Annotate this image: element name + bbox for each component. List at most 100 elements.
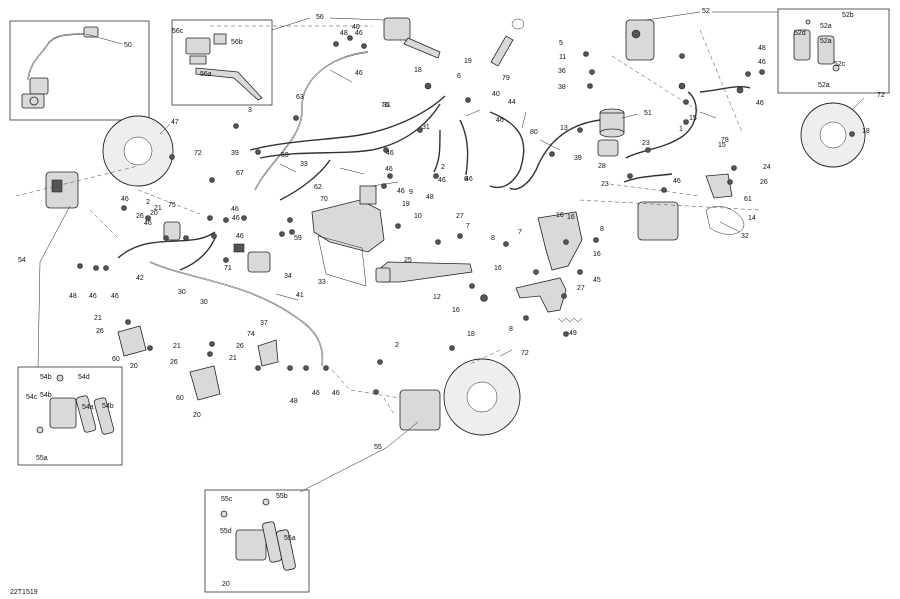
master-cylinder-assembly <box>21 26 99 109</box>
gasket-32 <box>705 206 745 235</box>
callout-label: 71 <box>224 265 232 272</box>
callout-label: 46 <box>332 390 340 397</box>
callout-label: 40 <box>352 24 360 31</box>
callout-label: 46 <box>236 233 244 240</box>
callout-label: 18 <box>414 67 422 74</box>
callout-label: 31 <box>422 124 430 131</box>
guide-lines <box>15 25 761 415</box>
callout-label: 59 <box>294 235 302 242</box>
callout-label: 67 <box>236 170 244 177</box>
callout-label: 74 <box>247 331 255 338</box>
reservoir-bracket-28 <box>597 139 619 157</box>
callout-label: 80 <box>530 129 538 136</box>
callout-label: 54b <box>40 392 52 399</box>
caliper-52-detail <box>793 19 840 72</box>
callout-label: 44 <box>508 99 516 106</box>
callout-label: 46 <box>355 70 363 77</box>
callout-label: 52 <box>702 8 710 15</box>
callout-label: 6 <box>464 176 468 183</box>
caliper-top-right <box>625 19 655 61</box>
callout-label: 55 <box>374 444 382 451</box>
callout-label: 19 <box>464 58 472 65</box>
callout-label: 48 <box>69 293 77 300</box>
callout-label: 46 <box>673 178 681 185</box>
callout-label: 23 <box>601 181 609 188</box>
drawing-code: 22T1519 <box>10 589 38 596</box>
callout-label: 46 <box>758 59 766 66</box>
callout-label: 48 <box>340 30 348 37</box>
callout-label: 26 <box>236 343 244 350</box>
callout-label: 59 <box>281 152 289 159</box>
callout-label: 27 <box>577 285 585 292</box>
callout-label: 40 <box>492 91 500 98</box>
callout-label: 54d <box>78 374 90 381</box>
callout-label: 8 <box>491 235 495 242</box>
callout-label: 33 <box>300 161 308 168</box>
callout-label: 54 <box>18 257 26 264</box>
callout-label: 46 <box>397 188 405 195</box>
callout-label: 46 <box>312 390 320 397</box>
callout-label: 79 <box>502 75 510 82</box>
master-cylinder-detail <box>185 33 263 101</box>
callout-label: 26 <box>96 328 104 335</box>
callout-label: 46 <box>89 293 97 300</box>
callout-label: 30 <box>178 289 186 296</box>
callout-label: 70 <box>320 196 328 203</box>
callout-label: 76 <box>381 102 389 109</box>
callout-label: 10 <box>414 213 422 220</box>
callout-label: 48 <box>290 398 298 405</box>
callout-label: 15 <box>689 115 697 122</box>
callout-label: 52a <box>820 23 832 30</box>
callout-label: 46 <box>465 176 473 183</box>
bracket-74 <box>257 339 279 367</box>
callout-label: 21 <box>229 355 237 362</box>
callout-label: 20 <box>193 412 201 419</box>
brake-hoses <box>117 51 751 367</box>
callout-label: 21 <box>173 343 181 350</box>
callout-label: 7 <box>518 229 522 236</box>
callout-label: 33 <box>318 279 326 286</box>
callout-label: 25 <box>404 257 412 264</box>
callout-label: 27 <box>456 213 464 220</box>
callout-label: 42 <box>136 275 144 282</box>
brake-disc-left <box>102 115 174 187</box>
callout-label: 20 <box>150 210 158 217</box>
callout-label: 38 <box>558 84 566 91</box>
callout-label: 78 <box>721 137 729 144</box>
callout-label: 16 <box>593 251 601 258</box>
callout-label: 55a <box>284 535 296 542</box>
callout-label: 7 <box>466 223 470 230</box>
callout-label: 46 <box>355 30 363 37</box>
callout-label: 13 <box>560 125 568 132</box>
callout-label: 50 <box>124 42 132 49</box>
bracket-60-upper <box>117 325 147 357</box>
caliper-54-detail <box>36 374 115 435</box>
callout-label: 62 <box>314 184 322 191</box>
handlebar-master-cylinder <box>383 17 441 59</box>
callout-label: 47 <box>171 119 179 126</box>
callout-label: 12 <box>433 294 441 301</box>
callout-label: 52d <box>794 30 806 37</box>
callout-label: 26 <box>136 213 144 220</box>
caliper-front-left <box>45 171 79 209</box>
callout-label: 8 <box>600 226 604 233</box>
callout-label: 72 <box>194 150 202 157</box>
callout-label: 46 <box>756 100 764 107</box>
callout-label: 49 <box>569 330 577 337</box>
callout-label: 61 <box>744 196 752 203</box>
callout-label: 20 <box>222 581 230 588</box>
callout-label: 30 <box>200 299 208 306</box>
callout-label: 31 <box>383 102 391 109</box>
callout-label: 6 <box>457 73 461 80</box>
callout-label: 55a <box>36 455 48 462</box>
brake-pedal <box>375 261 473 283</box>
callout-label: 5 <box>559 40 563 47</box>
vent-tube-79 <box>490 18 525 67</box>
callout-label: 18 <box>467 331 475 338</box>
caliper-mid-right <box>637 201 679 241</box>
callout-label: 19 <box>402 201 410 208</box>
callout-label: 56 <box>316 14 324 21</box>
callout-label: 54c <box>26 394 38 401</box>
